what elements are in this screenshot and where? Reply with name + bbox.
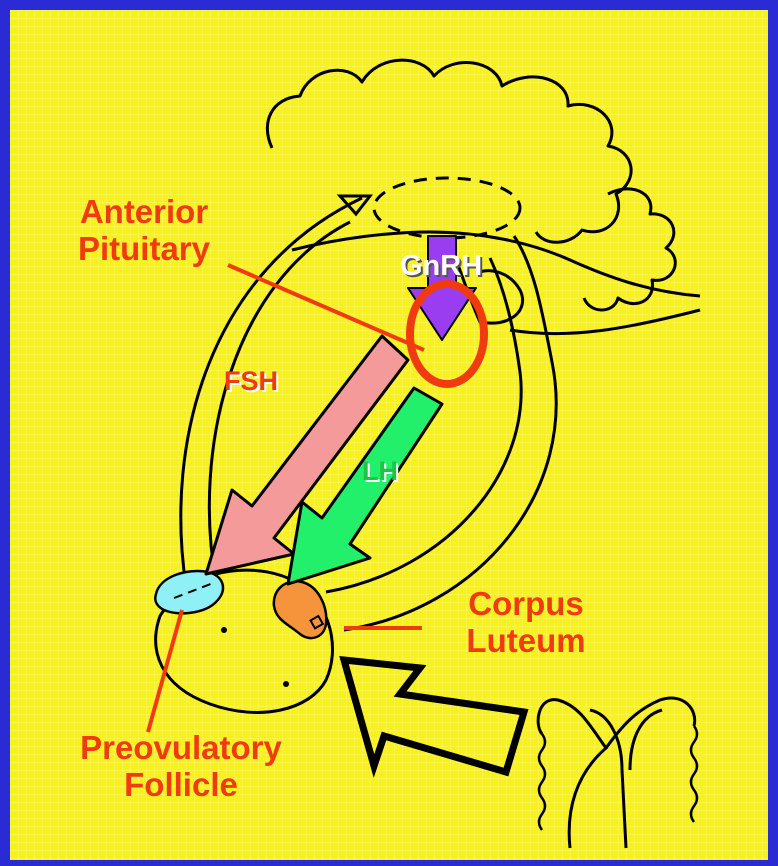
uterus-side-wiggle — [539, 734, 545, 830]
corpus-luteum-label-line1: Corpus — [436, 586, 616, 623]
anterior-pituitary-label-line1: Anterior — [46, 194, 242, 231]
uterus-outline — [538, 698, 695, 848]
gnrh-label: GnRH — [400, 250, 482, 282]
diagram-slide: Anterior Pituitary GnRH FSH LH Corpus Lu… — [10, 10, 768, 860]
preovulatory-follicle-label: Preovulatory Follicle — [36, 730, 326, 804]
corpus-luteum-shape — [274, 581, 326, 638]
anterior-pituitary-label-line2: Pituitary — [46, 231, 242, 268]
anterior-pituitary-label: Anterior Pituitary — [46, 194, 242, 268]
brain-base-outline — [292, 232, 700, 296]
preovulatory-follicle-pointer — [148, 610, 182, 732]
uterus-signal-arrow — [344, 660, 524, 772]
preovulatory-follicle-label-line1: Preovulatory — [36, 730, 326, 767]
anterior-pituitary-pointer — [228, 265, 424, 350]
hypothalamus-outline — [374, 178, 520, 238]
ovary-dot — [283, 681, 289, 687]
preovulatory-follicle-label-line2: Follicle — [36, 767, 326, 804]
feedback-arrowhead — [340, 196, 370, 214]
brain-outline — [267, 60, 631, 242]
ovary-dot — [221, 627, 227, 633]
corpus-luteum-label-line2: Luteum — [436, 623, 616, 660]
lh-label: LH — [362, 456, 398, 486]
fsh-label: FSH — [224, 366, 278, 396]
brainstem-outline — [510, 310, 700, 334]
uterus-side-wiggle — [691, 726, 697, 822]
corpus-luteum-label: Corpus Luteum — [436, 586, 616, 660]
